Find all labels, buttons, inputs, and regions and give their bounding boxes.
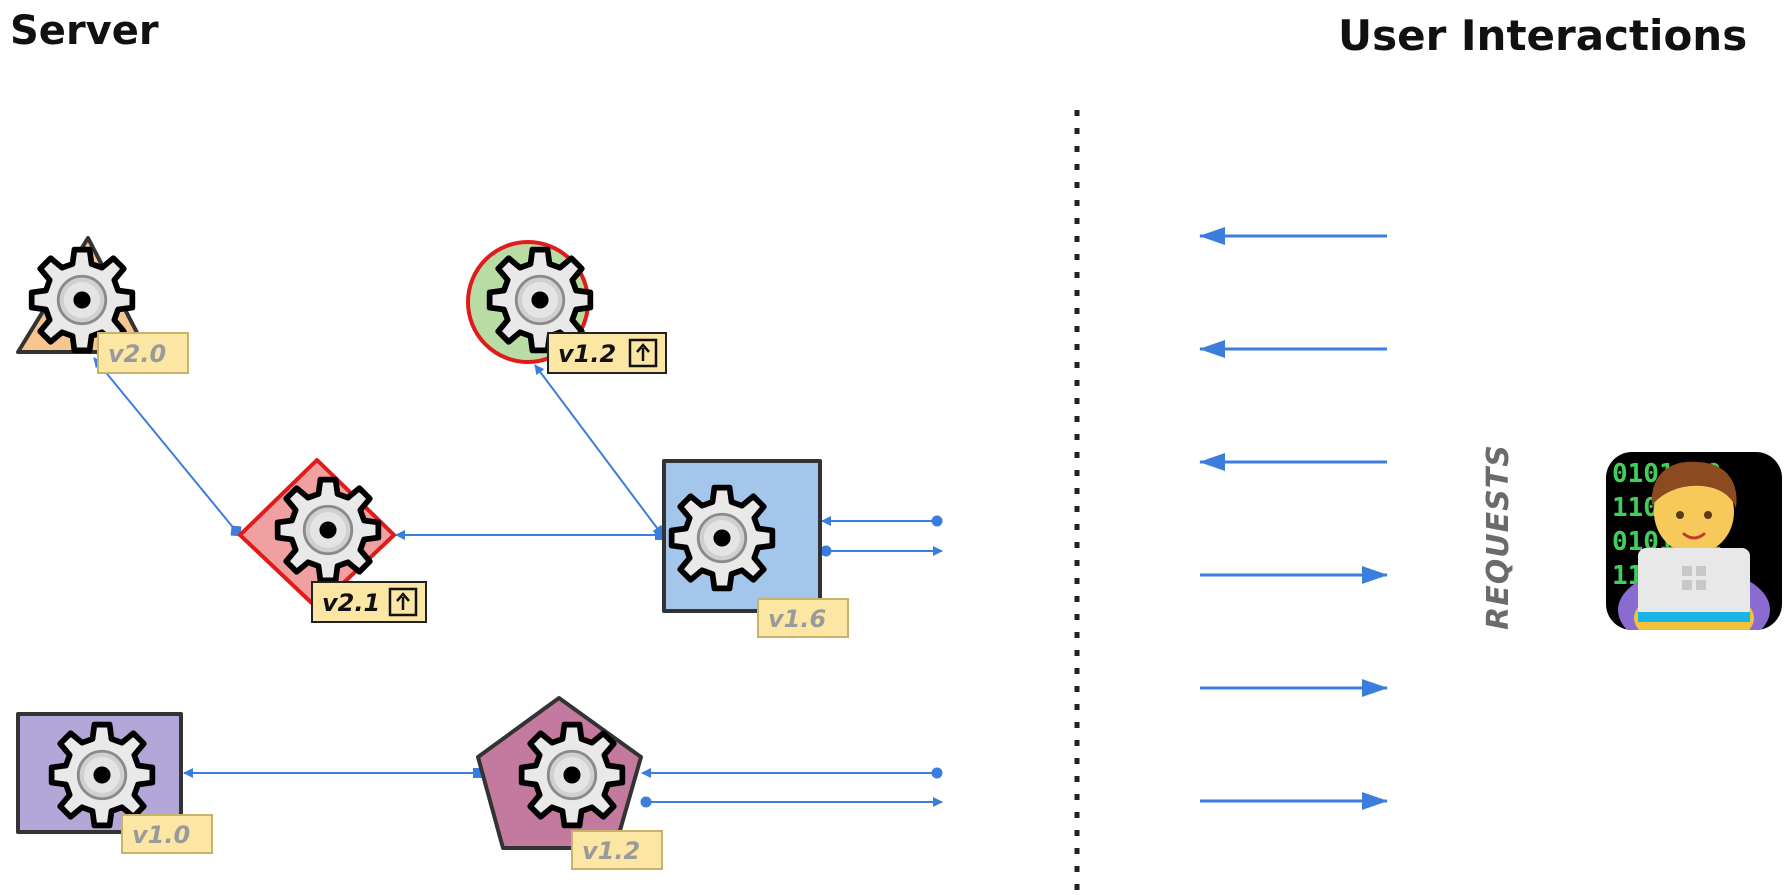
- service-connectors: [93, 357, 943, 808]
- version-label: v2.1: [311, 581, 427, 623]
- upgrade-arrow-icon: [628, 338, 658, 368]
- service-triangle[interactable]: v2.0: [16, 236, 189, 374]
- service-circle[interactable]: v1.2: [466, 240, 667, 374]
- upgrade-arrow-icon: [388, 587, 418, 617]
- service-purple-rect[interactable]: v1.0: [16, 712, 213, 854]
- version-text: v1.2: [582, 837, 640, 865]
- service-diamond[interactable]: v2.1: [238, 458, 427, 623]
- service-pentagon[interactable]: v1.2: [476, 696, 663, 870]
- version-label: v2.0: [97, 332, 189, 374]
- version-label: v1.2: [571, 830, 663, 870]
- gear-icon: [52, 725, 153, 826]
- gear-icon: [278, 480, 379, 581]
- service-blue-square[interactable]: v1.6: [662, 459, 849, 638]
- user-interactions-heading: User Interactions: [1338, 11, 1747, 60]
- server-heading: Server: [10, 8, 159, 54]
- services-layer: v2.0 v1.2 v2.1 v1.6 v1.0 v1.2: [16, 236, 849, 870]
- version-text: v1.0: [132, 821, 190, 849]
- user-request-arrows: [1199, 227, 1388, 810]
- gear-icon: [522, 725, 623, 826]
- version-text: v2.1: [322, 589, 380, 617]
- connector-square-to-circle: [534, 364, 667, 539]
- version-text: v1.2: [558, 340, 616, 368]
- developer-avatar-icon: 0101010110101101011011101010: [1606, 452, 1782, 630]
- version-label: v1.0: [121, 814, 213, 854]
- version-text: v1.6: [768, 605, 826, 633]
- gear-icon: [672, 488, 773, 589]
- connector-diamond-to-triangle: [93, 357, 242, 537]
- version-label: v1.6: [757, 598, 849, 638]
- requests-label: REQUESTS: [1481, 444, 1516, 630]
- version-text: v2.0: [108, 340, 166, 368]
- version-label: v1.2: [547, 332, 667, 374]
